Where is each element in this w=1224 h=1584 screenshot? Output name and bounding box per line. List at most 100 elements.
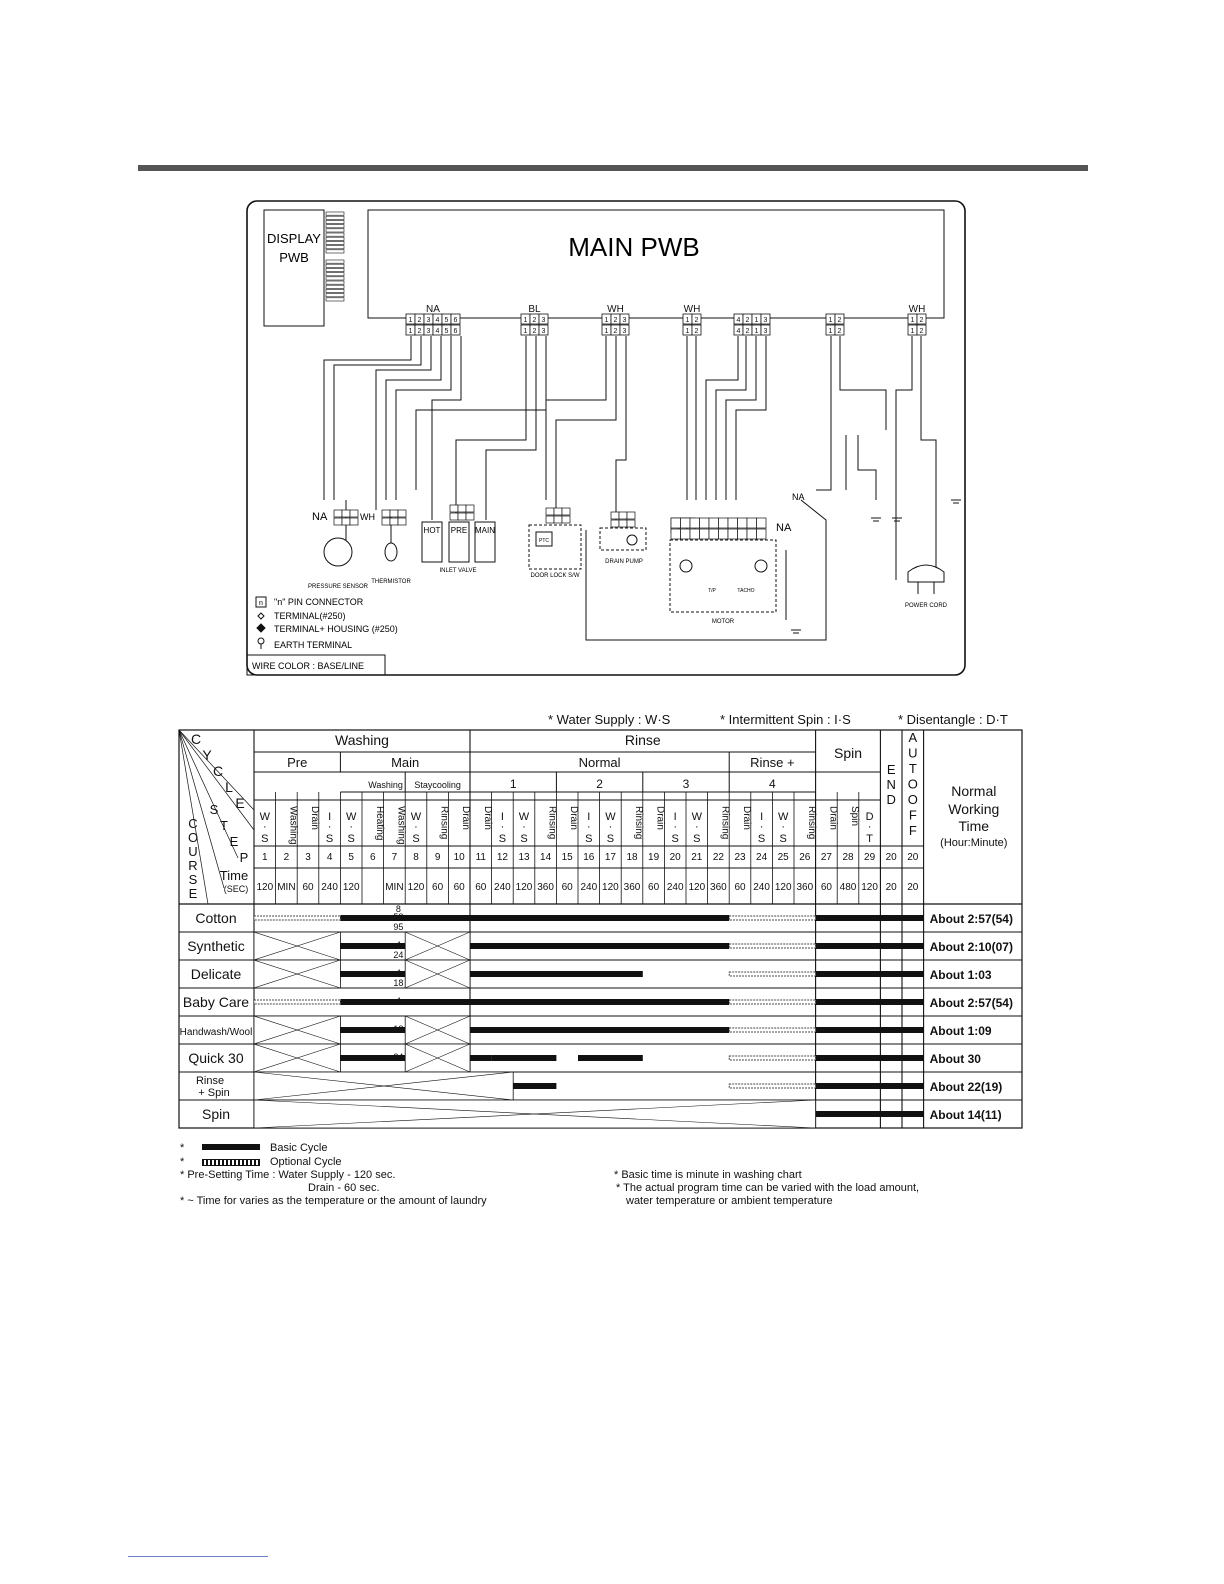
drain-pump-label: DRAIN PUMP — [605, 559, 643, 565]
step-label: Rinsing — [547, 806, 558, 839]
step-time: 240 — [753, 882, 770, 893]
step-label: Drain — [309, 806, 320, 830]
connector-name: BL — [528, 304, 541, 315]
display-pin — [325, 293, 345, 298]
wire — [895, 336, 913, 580]
connector-pin-number: 2 — [533, 328, 537, 335]
wire — [455, 336, 527, 520]
course-name: Synthetic — [187, 938, 245, 954]
step-label: Washing — [287, 806, 298, 845]
component-connector-pin — [457, 504, 467, 513]
optional-cycle-bar — [253, 999, 341, 1005]
basic-cycle-bar — [815, 1083, 924, 1089]
wash-minutes: 95 — [393, 922, 403, 932]
actual-time-note-1: * The actual program time can be varied … — [616, 1182, 920, 1194]
group-vertical-letter: O — [908, 792, 918, 807]
connector-pin-number: 3 — [623, 328, 627, 335]
step-time: 120 — [775, 882, 792, 893]
step-label: W — [411, 811, 422, 823]
top-rule — [138, 165, 1088, 171]
component-connector-pin — [389, 517, 399, 526]
display-pin — [325, 284, 345, 289]
group-vertical-letter: N — [887, 777, 896, 792]
connector-pin-number: 1 — [686, 328, 690, 335]
na-left-label: NA — [312, 511, 328, 523]
legend-pin-connector: "n" PIN CONNECTOR — [274, 597, 364, 607]
step-label: Heating — [374, 806, 385, 840]
disentangle-note: * Disentangle : D·T — [898, 712, 1008, 727]
step-time: 240 — [580, 882, 597, 893]
component-connector-pin — [561, 515, 571, 524]
step-label: · — [868, 821, 872, 833]
wire — [431, 336, 462, 520]
basic-cycle-bar — [815, 1055, 924, 1061]
legend-terminal: TERMINAL(#250) — [274, 611, 346, 621]
connector-pin-number: 2 — [838, 317, 842, 324]
not-applicable-cross — [253, 1043, 341, 1073]
motor-connector-pin — [727, 528, 738, 540]
wire — [615, 336, 627, 520]
rinse-number: 3 — [683, 777, 690, 791]
connector-pin-number: 3 — [427, 328, 431, 335]
step-label: Drain — [827, 806, 838, 830]
step-number: 1 — [262, 852, 268, 863]
component-connector-pin — [457, 512, 467, 521]
wire — [385, 336, 442, 500]
inlet-valve: HOT PRE MAIN INLET VALVE — [421, 521, 496, 574]
basic-cycle-bar — [340, 1055, 406, 1061]
group-vertical-letter: E — [887, 762, 896, 777]
display-pin — [325, 280, 345, 285]
subgroup-label: Rinse + — [750, 755, 794, 770]
corner-course-letter: R — [188, 858, 197, 873]
basic-cycle-bar — [815, 915, 924, 921]
step-label: I — [760, 811, 763, 823]
corner-time-label: Time — [220, 868, 248, 883]
step-label: · — [501, 821, 505, 833]
display-pin — [325, 211, 345, 216]
wire — [485, 336, 537, 520]
na-right-label: NA — [792, 492, 805, 502]
basic-cycle-bar — [815, 999, 924, 1005]
connector-pin-number: 1 — [686, 317, 690, 324]
drain-pump: DRAIN PUMP — [599, 527, 647, 565]
display-pwb-box — [263, 209, 325, 327]
step-label: Drain — [460, 806, 471, 830]
motor-connector-pin — [689, 528, 700, 540]
display-pin — [325, 224, 345, 229]
connector-pin-number: 3 — [542, 328, 546, 335]
connector-pin-number: 1 — [524, 317, 528, 324]
step-number: 15 — [562, 852, 574, 863]
power-cord: POWER CORD — [905, 564, 948, 609]
optional-cycle-bar — [728, 1055, 817, 1061]
actual-time-note-2: water temperature or ambient temperature — [626, 1195, 833, 1207]
display-label-1: DISPLAY — [267, 231, 321, 246]
component-connector-pin — [553, 507, 563, 516]
step-number: 13 — [518, 852, 530, 863]
connector-pin-number: 2 — [695, 317, 699, 324]
wire — [545, 336, 607, 500]
step-label: Drain — [482, 806, 493, 830]
component-connector-pin — [465, 512, 475, 521]
connector-pin-number: 2 — [746, 317, 750, 324]
wash-minutes: 8 — [396, 904, 401, 914]
display-pin — [325, 220, 345, 224]
wires — [323, 336, 961, 641]
basic-cycle-bar — [815, 1027, 924, 1033]
pressure-sensor-label: PRESSURE SENSOR — [308, 584, 369, 590]
connector-pin-number: 2 — [614, 317, 618, 324]
step-label: S — [693, 833, 700, 845]
optional-cycle-bar — [728, 1083, 817, 1089]
step-label: T — [866, 833, 873, 845]
connector-pin-number: 4 — [436, 328, 440, 335]
course-name: Cotton — [195, 910, 236, 926]
connector-pin — [834, 324, 845, 336]
display-pin — [325, 215, 345, 220]
step-time: 60 — [432, 882, 444, 893]
basic-cycle-bar — [470, 1027, 730, 1033]
course-name: Handwash/Wool — [180, 1027, 253, 1038]
corner-step-letter: S — [210, 802, 219, 817]
component-connector-pin — [381, 517, 391, 526]
connector-pin-number: 1 — [911, 328, 915, 335]
step-label: · — [414, 821, 418, 833]
